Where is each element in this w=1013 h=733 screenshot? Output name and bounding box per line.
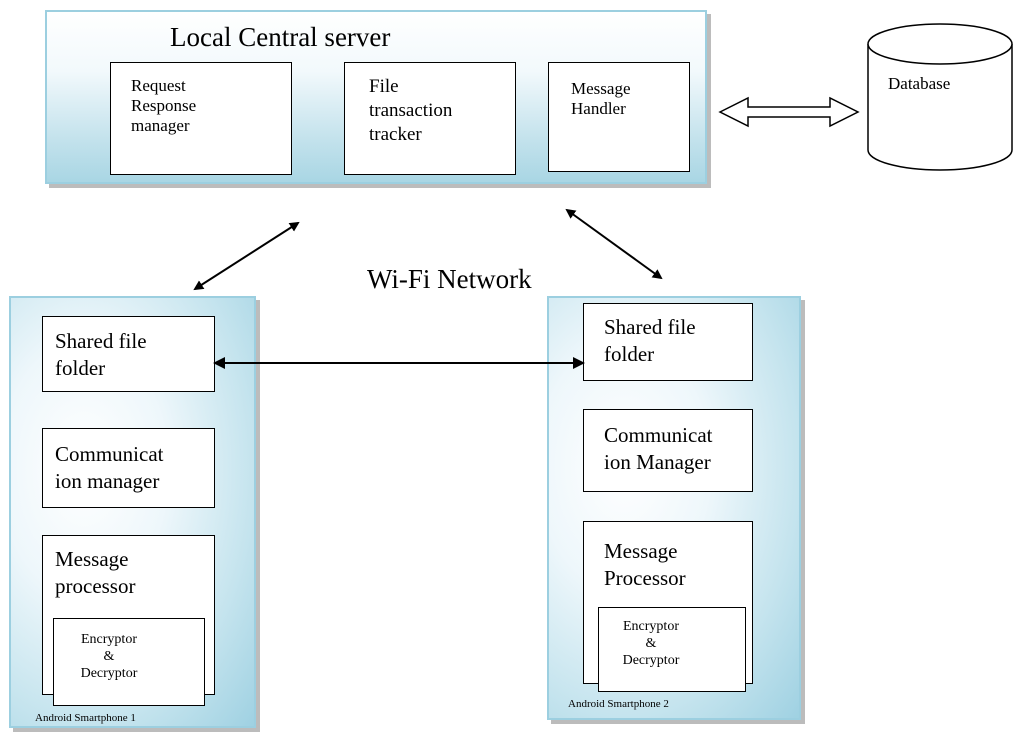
phone1-shared-folder-box: Shared file folder [42,316,215,392]
request-response-manager-label: Request Response manager [131,76,197,135]
phone2-communication-manager-label: Communicat ion Manager [604,423,713,474]
phone1-message-processor-label: Message processor [55,547,136,598]
phone1-device-label: Android Smartphone 1 [35,712,136,724]
file-transaction-tracker-box: File transaction tracker [344,62,516,175]
message-handler-label: Message Handler [571,79,631,118]
database-label: Database [888,74,951,93]
wifi-network-label: Wi-Fi Network [367,264,532,294]
central-server-title: Local Central server [170,22,391,52]
server-phone1-arrow [193,221,300,291]
phone1-encryptor-decryptor-box: Encryptor & Decryptor [53,618,205,706]
request-response-manager-box: Request Response manager [110,62,292,175]
message-handler-box: Message Handler [548,62,690,172]
phone2-shared-folder-box: Shared file folder [583,303,753,381]
file-transaction-tracker-label: File transaction tracker [369,76,453,145]
server-phone2-arrow [565,208,663,280]
phone1-communication-manager-box: Communicat ion manager [42,428,215,508]
phone2-encryptor-decryptor-label: Encryptor & Decryptor [622,619,680,668]
phone1-communication-manager-label: Communicat ion manager [55,442,164,493]
server-database-double-arrow [718,96,860,128]
phone2-message-processor-label: Message Processor [604,539,686,590]
phone1-shared-folder-label: Shared file folder [55,329,147,380]
phone2-message-processor-box: Message Processor [583,521,753,684]
phone2-device-label: Android Smartphone 2 [568,698,669,710]
phone1-encryptor-decryptor-label: Encryptor & Decryptor [80,632,138,681]
database-cylinder [867,23,1013,171]
phone2-communication-manager-box: Communicat ion Manager [583,409,753,492]
phone2-shared-folder-label: Shared file folder [604,315,696,366]
phone2-encryptor-decryptor-box: Encryptor & Decryptor [598,607,746,692]
